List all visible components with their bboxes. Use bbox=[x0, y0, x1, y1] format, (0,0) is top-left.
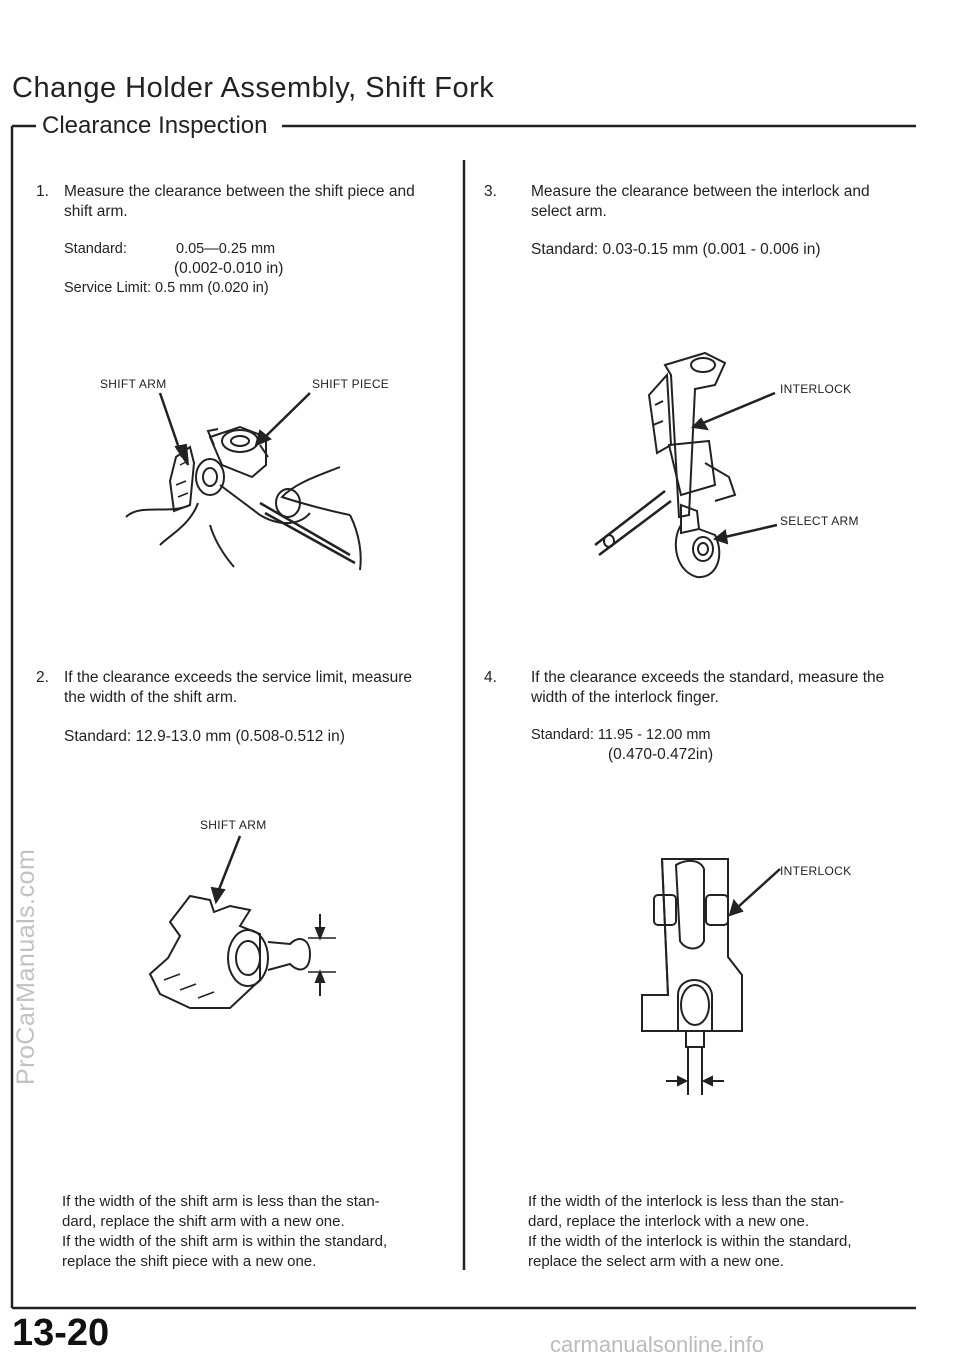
step-4-number: 4. bbox=[484, 669, 497, 686]
step-3-number: 3. bbox=[484, 183, 497, 200]
step-1: 1. Measure the clearance between the shif… bbox=[36, 182, 446, 222]
figure-shift-arm-clearance bbox=[125, 392, 362, 571]
note-right: If the width of the interlock is less th… bbox=[528, 1192, 908, 1272]
step-2-text-line2: the width of the shift arm. bbox=[64, 689, 238, 706]
figure-interlock-clearance bbox=[594, 351, 778, 579]
page-title: Change Holder Assembly, Shift Fork bbox=[12, 72, 495, 104]
step-4-standard-mm: Standard: 11.95 - 12.00 mm bbox=[531, 727, 711, 743]
note-right-line-2: dard, replace the interlock with a new o… bbox=[528, 1213, 809, 1230]
step-4: 4. If the clearance exceeds the standard,… bbox=[484, 668, 904, 708]
step-4-text-line1: If the clearance exceeds the standard, m… bbox=[531, 669, 885, 686]
note-right-line-1: If the width of the interlock is less th… bbox=[528, 1193, 844, 1210]
step-2-text-line1: If the clearance exceeds the service lim… bbox=[64, 669, 413, 686]
label-interlock-2: INTERLOCK bbox=[780, 864, 852, 878]
label-shift-arm-2: SHIFT ARM bbox=[200, 818, 267, 832]
label-shift-arm-1: SHIFT ARM bbox=[100, 377, 167, 391]
step-3-text-line1: Measure the clearance between the interl… bbox=[531, 183, 870, 200]
step-1-standard-mm: 0.05—0.25 mm bbox=[176, 241, 276, 257]
step-1-text-line2: shift arm. bbox=[64, 203, 128, 220]
figure-interlock-width bbox=[641, 858, 781, 1095]
step-1-service-limit: Service Limit: 0.5 mm (0.020 in) bbox=[64, 280, 269, 296]
step-2-standard: Standard: 12.9-13.0 mm (0.508-0.512 in) bbox=[64, 728, 345, 745]
step-1-text-line1: Measure the clearance between the shift … bbox=[64, 183, 415, 200]
watermark: ProCarManuals.com bbox=[12, 848, 40, 1085]
note-left-line-4: replace the shift piece with a new one. bbox=[62, 1253, 317, 1270]
note-left-line-1: If the width of the shift arm is less th… bbox=[62, 1193, 380, 1210]
note-left: If the width of the shift arm is less th… bbox=[62, 1192, 442, 1272]
note-left-line-3: If the width of the shift arm is within … bbox=[62, 1233, 388, 1250]
label-select-arm: SELECT ARM bbox=[780, 514, 859, 528]
step-4-standard-in: (0.470-0.472in) bbox=[608, 746, 714, 763]
step-1-number: 1. bbox=[36, 183, 49, 200]
section-heading: Clearance Inspection bbox=[42, 112, 268, 139]
label-shift-piece: SHIFT PIECE bbox=[312, 377, 390, 391]
note-left-line-2: dard, replace the shift arm with a new o… bbox=[62, 1213, 345, 1230]
step-2: 2. If the clearance exceeds the service l… bbox=[36, 668, 446, 708]
step-3-text-line2: select arm. bbox=[531, 203, 607, 220]
step-4-text-line2: width of the interlock finger. bbox=[531, 689, 719, 706]
page-number: 13-20 bbox=[12, 1312, 110, 1354]
note-right-line-3: If the width of the interlock is within … bbox=[528, 1233, 852, 1250]
step-2-number: 2. bbox=[36, 669, 49, 686]
label-interlock-1: INTERLOCK bbox=[780, 382, 852, 396]
step-3-standard: Standard: 0.03-0.15 mm (0.001 - 0.006 in… bbox=[531, 241, 821, 258]
step-1-standard-label: Standard: bbox=[64, 241, 127, 257]
note-right-line-4: replace the select arm with a new one. bbox=[528, 1253, 784, 1270]
footer-link[interactable]: carmanualsonline.info bbox=[550, 1332, 765, 1357]
step-3: 3. Measure the clearance between the inte… bbox=[484, 182, 904, 222]
step-1-standard-in: (0.002-0.010 in) bbox=[174, 260, 284, 277]
figure-shift-arm-width bbox=[148, 835, 336, 1009]
